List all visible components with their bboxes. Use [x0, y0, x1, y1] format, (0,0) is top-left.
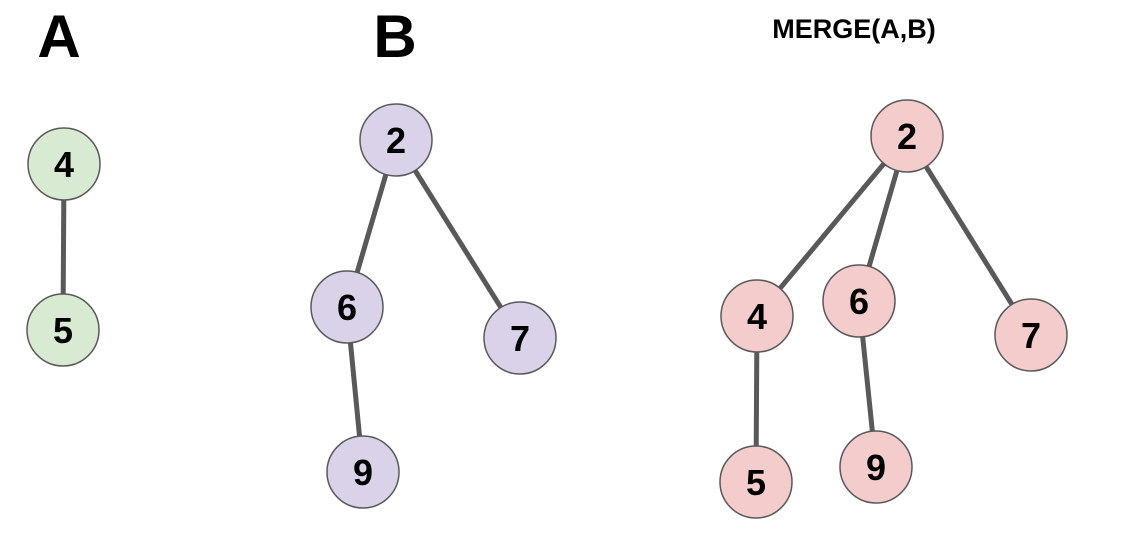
merge-title: MERGE(A,B) [772, 14, 936, 44]
tree-a: 45 [26, 127, 101, 367]
tree-merge-node-7 [994, 298, 1068, 372]
tree-merge-edge-2-4 [755, 134, 909, 318]
tree-a-title: A [37, 3, 80, 70]
tree-merge-node-2 [870, 99, 944, 173]
tree-merge: 2 4 6 7 5 9 [719, 99, 1068, 519]
tree-a-node-5 [26, 293, 100, 367]
tree-merge-node-5 [719, 445, 793, 519]
tree-b-node-2-value: 2 [386, 120, 406, 161]
tree-merge-node-4-value: 4 [747, 296, 767, 337]
tree-merge-node-6-value: 6 [849, 281, 869, 322]
tree-merge-node-4 [720, 279, 794, 353]
tree-b-node-9-value: 9 [353, 452, 373, 493]
tree-a-node-5-value: 5 [53, 310, 73, 351]
tree-merge-node-9 [839, 430, 913, 504]
tree-a-node-4-value: 4 [54, 144, 74, 185]
tree-merge-node-9-value: 9 [866, 447, 886, 488]
tree-b-node-7-value: 7 [510, 318, 530, 359]
tree-merge-edge-2-7 [904, 134, 1034, 337]
tree-merge-node-7-value: 7 [1021, 315, 1041, 356]
tree-merge-node-2-value: 2 [897, 116, 917, 157]
tree-merge-node-5-value: 5 [746, 462, 766, 503]
tree-a-node-4 [27, 127, 101, 201]
tree-b: 2 6 7 9 [310, 103, 557, 509]
tree-b-node-2 [359, 103, 433, 177]
tree-merge-node-6 [822, 264, 896, 338]
tree-b-title: B [373, 3, 416, 70]
tree-b-edge-2-7 [393, 138, 523, 340]
tree-b-node-6 [310, 270, 384, 344]
tree-b-node-9 [326, 435, 400, 509]
tree-b-node-7 [483, 301, 557, 375]
tree-b-node-6-value: 6 [337, 287, 357, 328]
